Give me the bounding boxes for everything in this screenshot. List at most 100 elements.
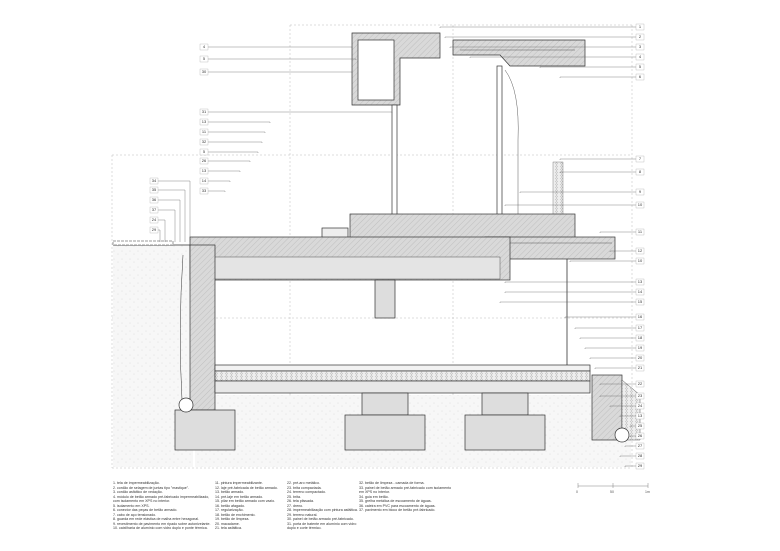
- callout-box: [149, 196, 159, 204]
- leader-line: [158, 209, 176, 242]
- leader-line: [609, 405, 636, 407]
- leader-line: [158, 219, 166, 242]
- paving-blocks: [112, 240, 174, 246]
- callout-box: [635, 422, 645, 430]
- leader-line: [208, 141, 263, 143]
- legend-item: 10. caixilharia de alumínio com vidro du…: [113, 526, 208, 530]
- leader-line: [499, 301, 636, 303]
- callout-box: [635, 432, 645, 440]
- callout-box: [149, 177, 159, 185]
- leader-line: [539, 66, 636, 68]
- window-frame-right: [496, 65, 503, 217]
- callout-number: 13: [202, 168, 207, 173]
- callout-box: [635, 188, 645, 196]
- ground-slab-inner: [199, 256, 501, 280]
- callout-number: 26: [638, 433, 643, 438]
- callout-box: [635, 201, 645, 209]
- callout-number: 13: [638, 413, 643, 418]
- scale-bar: [577, 483, 649, 488]
- legend-item: 26. tela plissada.: [287, 499, 314, 503]
- callout-number: 30: [202, 69, 207, 74]
- scale-50: 50: [610, 490, 614, 494]
- callout-labels: 1234567891011121013141516171819202122232…: [149, 23, 645, 470]
- callout-box: [635, 257, 645, 265]
- callout-number: 8: [639, 169, 642, 174]
- floor-base: [214, 380, 591, 394]
- legend-item: 6. conector das peças de betão armado.: [113, 508, 178, 512]
- callout-box: [149, 186, 159, 194]
- legend-item: 34. guia em betão.: [359, 494, 389, 499]
- callout-number: 35: [152, 187, 157, 192]
- callout-box: [635, 462, 645, 470]
- callout-number: 16: [638, 314, 643, 319]
- leader-line: [629, 425, 636, 427]
- callout-number: 34: [152, 178, 157, 183]
- callout-number: 27: [638, 443, 643, 448]
- legend-column-3: 22. pré-aro metálico.23. brita compactad…: [287, 481, 358, 531]
- callout-box: [635, 380, 645, 388]
- callout-box: [635, 168, 645, 176]
- legend-item: 23. brita compactada.: [287, 485, 322, 490]
- leader-line: [599, 231, 636, 233]
- legend-item: 37. pavimento em bloco de betão pré-fabr…: [359, 508, 436, 512]
- legend-item: 20. macadame.: [215, 521, 240, 526]
- leader-line: [519, 191, 636, 193]
- leader-line: [158, 199, 181, 242]
- leader-line: [444, 36, 636, 38]
- callout-box: [635, 33, 645, 41]
- callout-box: [635, 402, 645, 410]
- callout-box: [199, 108, 209, 116]
- legend-item: 4. módulo de betão armado pré-fabricado …: [113, 494, 210, 499]
- legend-item: 11. pintura impermeabilizante.: [215, 481, 263, 485]
- leader-line: [564, 316, 636, 318]
- legend-item: 22. pré-aro metálico.: [287, 481, 320, 485]
- footing-left: [174, 409, 236, 451]
- leader-line: [208, 151, 259, 153]
- retaining-wall: [189, 244, 216, 411]
- leader-line: [208, 131, 266, 133]
- leader-line: [584, 347, 636, 349]
- callout-box: [635, 392, 645, 400]
- leader-line: [208, 71, 353, 73]
- callout-number: 29: [638, 463, 643, 468]
- leader-line: [208, 121, 271, 123]
- leader-line: [208, 46, 353, 48]
- callout-box: [635, 442, 645, 450]
- leader-line: [469, 56, 636, 58]
- legend-item: 25. brita.: [287, 494, 301, 499]
- leader-line: [504, 204, 636, 206]
- callout-box: [635, 288, 645, 296]
- leader-line: [599, 383, 636, 385]
- leader-line: [504, 281, 636, 283]
- callout-number: 6: [639, 74, 642, 79]
- callout-number: 4: [639, 54, 642, 59]
- callout-number: 10: [638, 258, 643, 263]
- leader-line: [594, 367, 636, 369]
- planter: [321, 227, 349, 239]
- callout-box: [635, 412, 645, 420]
- legend-item: 5. isolamento em XPS.: [113, 503, 150, 508]
- legend-item: 17. regularização.: [215, 508, 244, 512]
- callout-number: 26: [202, 158, 207, 163]
- callout-box: [635, 324, 645, 332]
- legend-item: duplo e corte térmico.: [287, 526, 322, 530]
- scale-1m: 1m: [645, 490, 650, 494]
- callout-box: [199, 148, 209, 156]
- footing-2: [464, 414, 546, 451]
- callout-number: 1: [639, 24, 642, 29]
- leader-line: [609, 250, 636, 252]
- callout-box: [635, 344, 645, 352]
- leader-line: [569, 260, 636, 262]
- callout-box: [635, 43, 645, 51]
- leader-line: [589, 357, 636, 359]
- callout-box: [635, 364, 645, 372]
- legend-item: 14. pré-laje em betão armado.: [215, 494, 264, 499]
- legend-column-4: 32. betão de limpeza - camada de forma.3…: [359, 481, 451, 513]
- leader-line: [559, 76, 636, 78]
- legend-item: 30. painel de betão armado pré-fabricado…: [287, 517, 354, 521]
- leader-line: [559, 171, 636, 173]
- leader-line: [619, 415, 636, 417]
- callout-box: [199, 43, 209, 51]
- legend-item: 35. grelha metálica de escoamento de águ…: [359, 499, 432, 503]
